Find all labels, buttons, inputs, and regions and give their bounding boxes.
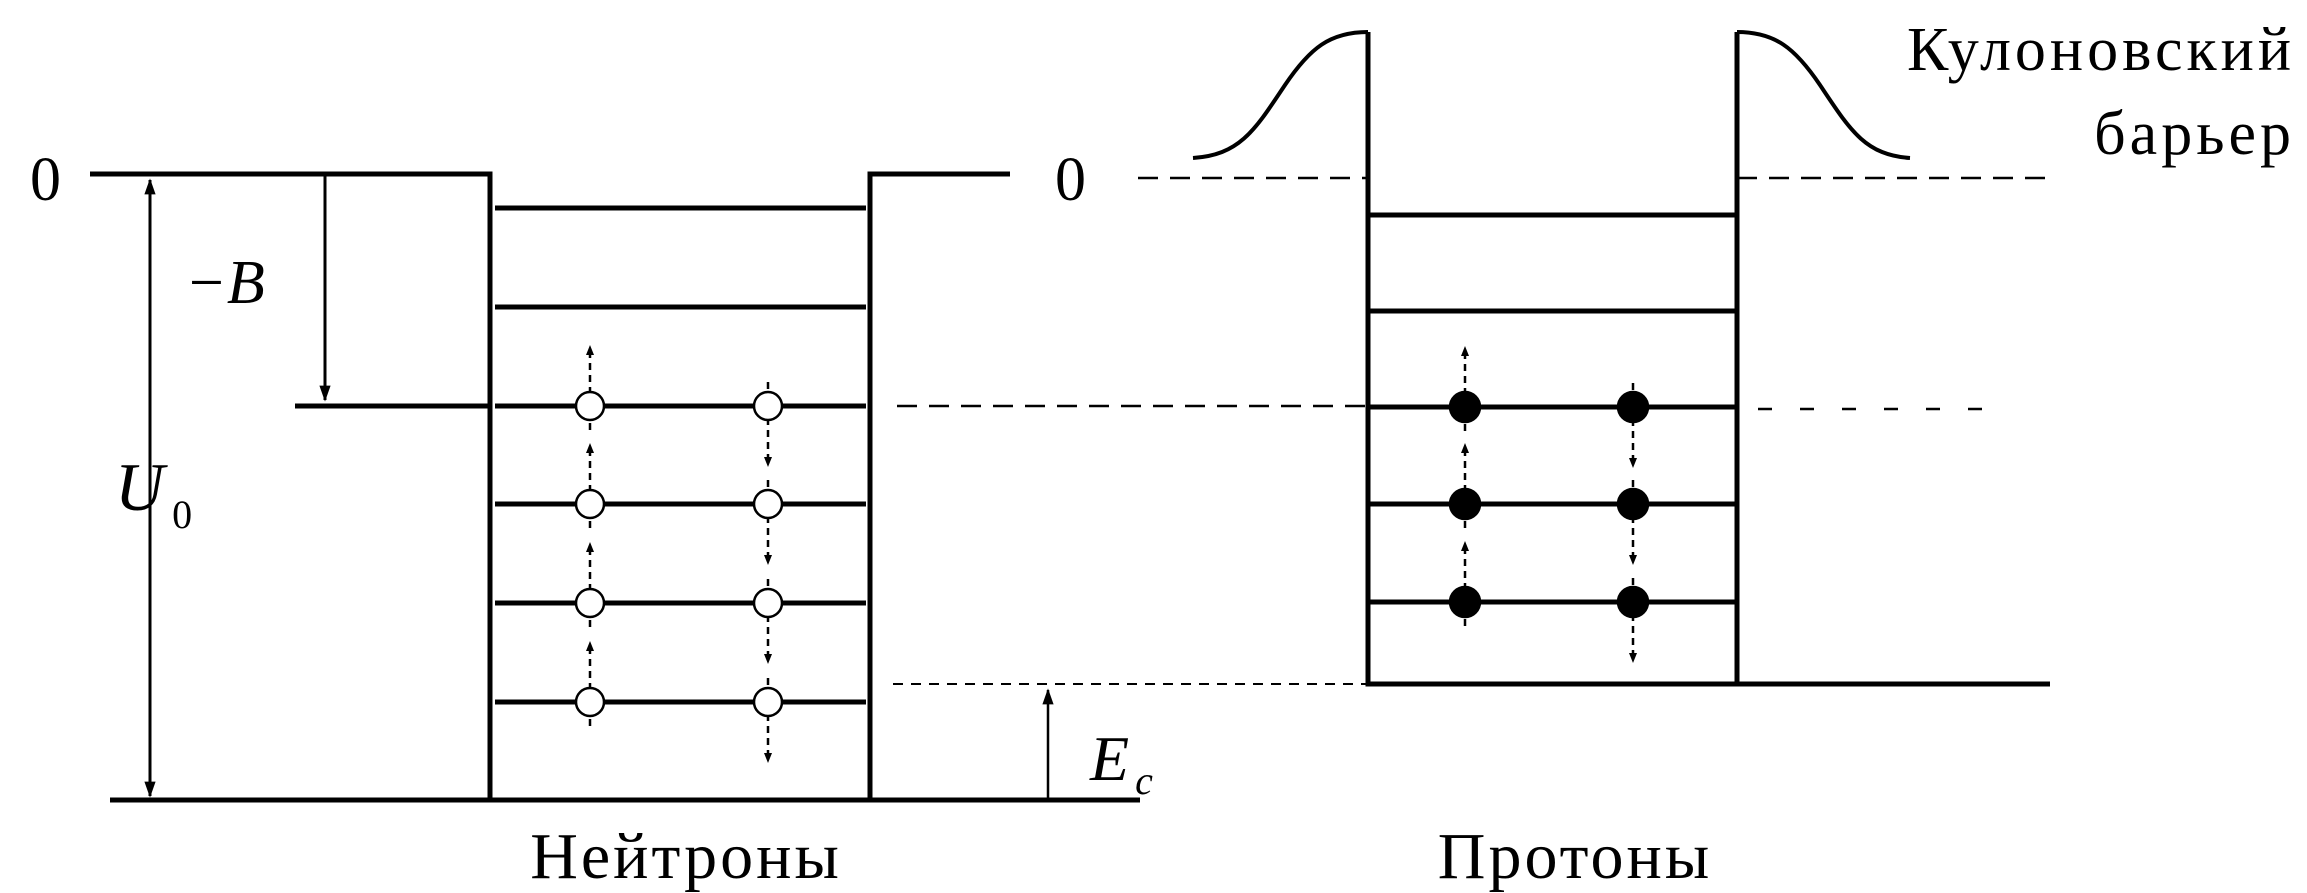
neutron-circle — [752, 686, 784, 718]
proton-spin-up — [1448, 443, 1482, 528]
proton-spin-up — [1448, 541, 1482, 626]
binding-energy-label: −B — [185, 249, 265, 317]
proton-spin-up — [1448, 346, 1482, 431]
neutron-circle — [574, 390, 606, 422]
neutron-circle — [574, 686, 606, 718]
neutron-circle — [752, 390, 784, 422]
neutron-spin-up — [574, 641, 606, 726]
neutron-circle — [752, 488, 784, 520]
proton-spin-down — [1616, 383, 1650, 468]
proton-dot — [1448, 487, 1482, 521]
proton-energy-levels — [1370, 212, 1735, 605]
neutron-zero-label: 0 — [30, 146, 61, 214]
proton-spin-down — [1616, 578, 1650, 663]
proton-zero-label: 0 — [1055, 146, 1086, 214]
neutron-spin-up — [574, 443, 606, 528]
neutron-circle — [752, 587, 784, 619]
coulomb-barrier-label-line2: барьер — [2094, 100, 2295, 168]
proton-particles — [1448, 346, 1650, 663]
coulomb-energy-symbol: E — [1089, 723, 1129, 794]
neutron-particles — [574, 345, 784, 763]
coulomb-barrier-right — [1736, 30, 1911, 160]
proton-well-outline — [1365, 32, 1740, 687]
coulomb-barrier-left — [1192, 30, 1369, 160]
neutron-spin-down — [752, 382, 784, 467]
proton-caption: Протоны — [1438, 820, 1712, 893]
neutron-circle — [574, 587, 606, 619]
neutron-spin-down — [752, 579, 784, 664]
well-depth-symbol: U — [115, 449, 168, 525]
neutron-energy-levels — [495, 205, 866, 705]
neutron-spin-up — [574, 542, 606, 627]
well-depth-subscript: 0 — [172, 492, 192, 537]
neutron-spin-down — [752, 678, 784, 763]
coulomb-energy-label: E c — [1089, 723, 1153, 803]
proton-spin-down — [1616, 480, 1650, 565]
coulomb-energy-subscript: c — [1135, 758, 1153, 803]
proton-dot — [1448, 390, 1482, 424]
neutron-circle — [574, 488, 606, 520]
proton-dot — [1616, 390, 1650, 424]
neutron-spin-down — [752, 480, 784, 565]
neutron-caption: Нейтроны — [530, 820, 842, 893]
neutron-spin-up — [574, 345, 606, 430]
neutron-well — [90, 171, 1368, 803]
proton-well — [1138, 30, 2050, 687]
proton-dot — [1448, 585, 1482, 619]
proton-dot — [1616, 487, 1650, 521]
proton-dot — [1616, 585, 1650, 619]
well-depth-label: U 0 — [115, 449, 192, 537]
coulomb-barrier-label-line1: Кулоновский — [1907, 16, 2295, 84]
